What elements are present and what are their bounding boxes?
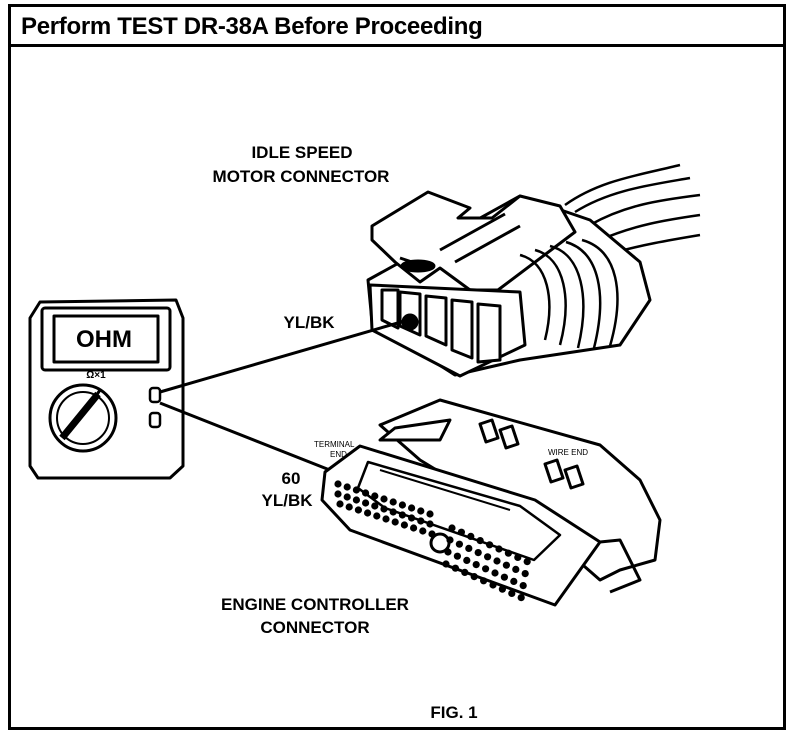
terminal-pin [426, 510, 434, 518]
terminal-pin [352, 486, 360, 494]
terminal-pin [451, 564, 459, 572]
engine-controller-connector [320, 398, 662, 607]
idle-motor-label-line1: IDLE SPEED [251, 143, 353, 162]
terminal-pin [362, 489, 370, 497]
idle-motor-label-line2: MOTOR CONNECTOR [212, 167, 390, 186]
terminal-pin [491, 569, 499, 577]
meter-jack-top[interactable] [148, 386, 162, 404]
page-title: Perform TEST DR-38A Before Proceeding [21, 13, 483, 40]
terminal-pin [334, 490, 342, 498]
terminal-pin [512, 565, 520, 574]
meter-display-text: OHM [76, 326, 132, 353]
engine-label-line1: ENGINE CONTROLLER [221, 595, 409, 614]
terminal-pin [514, 553, 522, 562]
terminal-pin [417, 517, 425, 525]
range-knob [48, 383, 118, 453]
terminal-pin [470, 573, 478, 581]
test-lead-to-motor [159, 318, 409, 394]
terminal-pin [380, 505, 388, 513]
terminal-pin [504, 549, 512, 557]
terminal-pin [373, 512, 381, 520]
terminal-pin [465, 544, 473, 553]
terminal-pin [484, 553, 492, 561]
terminal-pin [448, 524, 456, 532]
terminal-pin [493, 557, 501, 565]
terminal-pin [446, 536, 454, 544]
terminal-pin [343, 493, 351, 501]
terminal-pin [343, 483, 351, 491]
terminal-pins [334, 480, 531, 602]
terminal-pin [408, 504, 416, 512]
meter-jack-bottom[interactable] [148, 411, 162, 429]
idle-speed-motor-connector [366, 163, 701, 378]
terminal-pin [489, 581, 497, 589]
terminal-pin [500, 573, 508, 581]
terminal-pin [352, 496, 360, 504]
terminal-pin [417, 507, 425, 515]
terminal-pin [410, 524, 418, 532]
figure-label: FIG. 1 [430, 703, 478, 722]
terminal-pin [442, 560, 450, 568]
terminal-pin [517, 594, 525, 602]
terminal-pin [364, 509, 372, 517]
terminal-pin [380, 495, 388, 503]
terminal-pin [476, 537, 484, 545]
wire-end-label: WIRE END [548, 448, 588, 457]
ohmmeter [28, 298, 185, 480]
terminal-pin [428, 530, 436, 538]
terminal-pin [453, 552, 461, 560]
test-leads [159, 318, 409, 480]
wire-label-controller: YL/BK [261, 491, 313, 510]
terminal-pin [426, 520, 434, 528]
wire-label-motor: YL/BK [283, 313, 335, 332]
terminal-pin [467, 532, 475, 541]
terminal-pin [508, 589, 516, 598]
engine-label-line2: CONNECTOR [260, 618, 370, 637]
terminal-pin [408, 514, 416, 522]
terminal-pin [391, 518, 399, 526]
terminal-pin [519, 582, 527, 590]
terminal-pin [457, 528, 465, 536]
terminal-pin [455, 540, 463, 548]
terminal-pin [510, 577, 518, 586]
meter-range-label: Ω×1 [86, 370, 106, 381]
terminal-pin [472, 561, 480, 569]
terminal-pin [523, 558, 531, 566]
terminal-pin [334, 480, 342, 488]
terminal-pin [389, 498, 397, 506]
terminal-pin [486, 541, 494, 549]
terminal-pin [398, 511, 406, 519]
terminal-pin [502, 561, 510, 569]
terminal-pin [400, 521, 408, 529]
terminal-pin [371, 502, 379, 510]
terminal-pin [371, 492, 379, 500]
terminal-pin [336, 500, 344, 508]
terminal-pin [354, 506, 362, 514]
terminal-pin [474, 549, 482, 557]
terminal-end-label-line1: TERMINAL [314, 440, 355, 449]
pin-number-label: 60 [281, 469, 301, 488]
terminal-pin [495, 545, 503, 553]
terminal-pin [480, 577, 488, 585]
terminal-pin [463, 556, 471, 565]
terminal-pin [498, 585, 506, 593]
terminal-pin [382, 515, 390, 523]
header-bar: Perform TEST DR-38A Before Proceeding [11, 7, 783, 47]
terminal-pin [398, 501, 406, 509]
terminal-end-label-line2: END [330, 450, 347, 459]
terminal-pin [482, 565, 490, 573]
terminal-pin [521, 570, 529, 578]
terminal-pin [389, 508, 397, 516]
terminal-pin [362, 499, 370, 507]
terminal-pin [444, 548, 452, 556]
terminal-pin [419, 527, 427, 535]
terminal-pin [461, 568, 469, 577]
test-lead-to-controller [159, 401, 351, 480]
terminal-pin [345, 503, 353, 511]
